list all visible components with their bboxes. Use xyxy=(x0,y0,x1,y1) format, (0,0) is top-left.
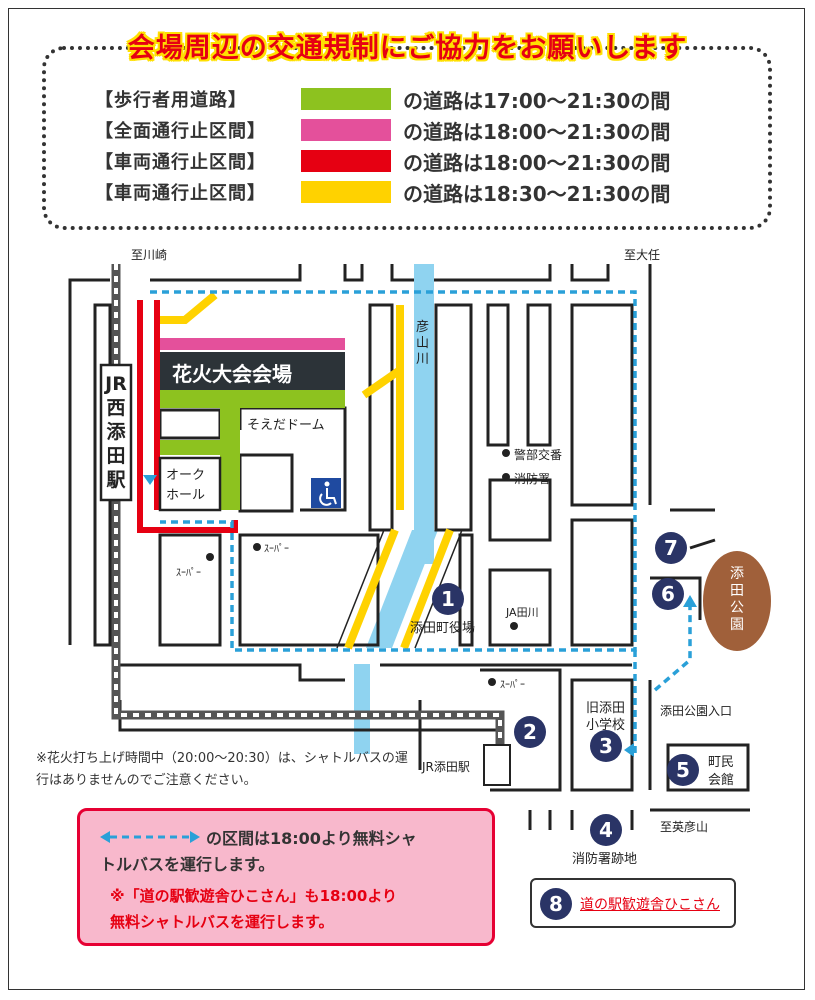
label-oak-hall-1: オーク xyxy=(166,468,206,483)
label-fire: 消防署 xyxy=(514,472,551,486)
legend-row-full-closure: 【全面通行止区間】 の道路は18:00～21:30の間 xyxy=(95,119,671,144)
label-park: 添田公園 xyxy=(730,566,744,633)
label-venue: 花火大会会場 xyxy=(172,362,292,386)
label-ja: JA田川 xyxy=(506,606,539,619)
shuttle-line-4: 無料シャトルバスを運行します。 xyxy=(110,913,334,931)
legend-swatch-red xyxy=(301,150,391,172)
shuttle-line-2: トルバスを運行します。 xyxy=(100,855,275,874)
label-station-west: JR西添田駅 xyxy=(105,373,127,491)
legend-row-vehicle-red: 【車両通行止区間】 の道路は18:00～21:30の間 xyxy=(95,150,671,175)
label-river: 彦山川 xyxy=(416,320,430,367)
label-super-1: ｽｰﾊﾟｰ xyxy=(176,568,201,579)
label-hall-1: 町民 xyxy=(708,755,735,770)
venue-block xyxy=(158,352,345,390)
label-fire-site: 消防署跡地 xyxy=(572,852,638,867)
legend-row-vehicle-yellow: 【車両通行止区間】 の道路は18:30～21:30の間 xyxy=(95,181,671,206)
shuttle-note: ※花火打ち上げ時間中（20:00～20:30）は、シャトルバスの運行はありません… xyxy=(36,751,408,788)
shuttle-arrow-left xyxy=(624,743,634,757)
vehicle-closure-yellow xyxy=(160,291,454,650)
marker-2: 2 xyxy=(514,716,546,748)
station-soeda-box xyxy=(483,744,511,786)
label-to-hikosan: 至英彦山 xyxy=(660,820,709,834)
marker-5: 5 xyxy=(667,754,699,786)
shuttle-arrow-down xyxy=(143,475,157,485)
label-oak-hall-2: ホール xyxy=(166,488,206,503)
label-school-2: 小学校 xyxy=(586,718,626,733)
oak-hall-box xyxy=(158,456,222,512)
label-to-ooto: 至大任 xyxy=(624,248,661,262)
label-station-soeda: JR添田駅 xyxy=(422,760,470,774)
label-school-1: 旧添田 xyxy=(586,701,626,716)
legend-row-pedestrian: 【歩行者用道路】 の道路は17:00～21:30の間 xyxy=(95,88,671,113)
park-oval xyxy=(703,551,771,651)
marker-1: 1 xyxy=(432,583,464,615)
shuttle-line-1: の区間は18:00より無料シャ xyxy=(206,829,417,848)
label-police: 警部交番 xyxy=(514,448,563,462)
marker-3: 3 xyxy=(590,730,622,762)
marker-4: 4 xyxy=(590,814,622,846)
michi-no-eki-link[interactable]: 道の駅歓遊舎ひこさん xyxy=(580,897,720,913)
label-to-kawasaki: 至川崎 xyxy=(131,248,168,262)
legend-box xyxy=(42,46,772,230)
label-hall-2: 会館 xyxy=(708,773,735,788)
michi-no-eki-box: 8 道の駅歓遊舎ひこさん xyxy=(530,878,736,928)
shuttle-route-arrow-icon xyxy=(100,831,200,843)
label-park-entrance: 添田公園入口 xyxy=(660,704,733,718)
marker-6: 6 xyxy=(652,578,684,610)
shuttle-info-box: の区間は18:00より無料シャ トルバスを運行します。 ※「道の駅歓遊舎ひこさん… xyxy=(77,808,495,946)
legend-swatch-pink xyxy=(301,119,391,141)
page-frame xyxy=(8,8,805,990)
label-super-2: ｽｰﾊﾟｰ xyxy=(264,544,289,555)
shuttle-line-3: ※「道の駅歓遊舎ひこさん」も18:00より xyxy=(110,887,398,905)
label-dome: そえだドーム xyxy=(247,418,325,433)
label-town-office: 添田町役場 xyxy=(410,621,476,636)
legend-swatch-yellow xyxy=(301,181,391,203)
station-west-box xyxy=(99,363,133,502)
marker-7: 7 xyxy=(655,532,687,564)
marker-8: 8 xyxy=(540,888,572,920)
shuttle-route xyxy=(150,290,692,755)
label-super-3: ｽｰﾊﾟｰ xyxy=(500,680,525,691)
shuttle-arrow-up xyxy=(683,595,697,607)
legend-swatch-green xyxy=(301,88,391,110)
river xyxy=(414,264,434,564)
river-lower xyxy=(354,664,370,754)
page-title: 会場周辺の交通規制にご協力をお願いします xyxy=(127,33,688,64)
river-diagonal xyxy=(366,530,438,648)
full-closure-road xyxy=(155,338,345,350)
